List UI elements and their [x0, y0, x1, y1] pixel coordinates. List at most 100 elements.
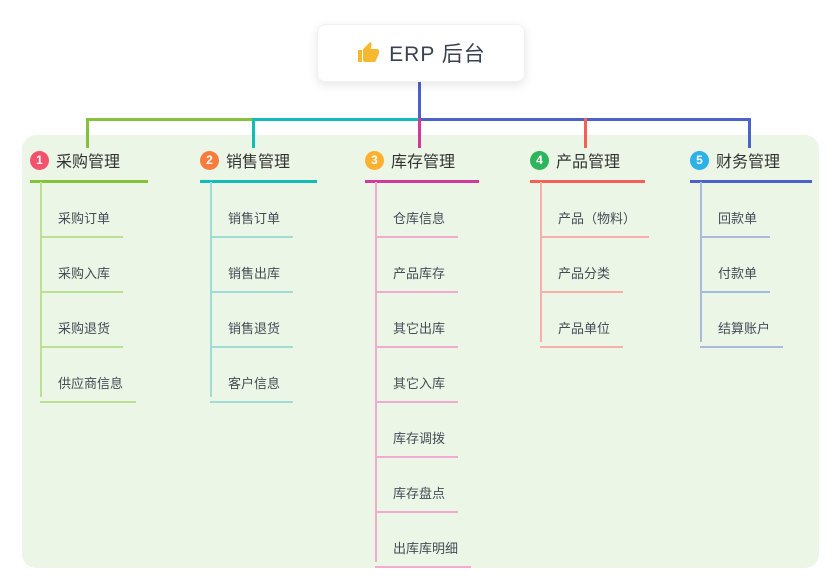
child-node-label: 其它出库 — [393, 321, 446, 336]
child-node-label: 销售退货 — [228, 321, 281, 336]
child-node[interactable]: 销售出库 — [210, 263, 294, 293]
branch-children: 产品（物料） 产品分类产品单位 — [530, 182, 650, 348]
branch-title: 库存管理 — [391, 154, 456, 171]
branch-header[interactable]: 3 库存管理 — [365, 148, 479, 183]
child-node-label: 结算账户 — [718, 321, 771, 336]
child-node-label: 出库库明细 — [393, 541, 459, 556]
child-node[interactable]: 结算账户 — [700, 318, 784, 348]
child-node[interactable]: 出库库明细 — [375, 538, 472, 568]
child-node[interactable]: 产品单位 — [540, 318, 624, 348]
branch-children: 回款单付款单结算账户 — [690, 182, 812, 348]
child-node[interactable]: 库存盘点 — [375, 483, 459, 513]
branch-number-badge: 5 — [690, 150, 709, 170]
child-node-row: 其它出库 — [365, 293, 479, 348]
child-node[interactable]: 产品库存 — [375, 263, 459, 293]
branch-children: 采购订单采购入库采购退货供应商信息 — [30, 182, 148, 403]
child-node[interactable]: 销售退货 — [210, 318, 294, 348]
child-node-label: 付款单 — [718, 266, 758, 281]
branch-rail-line — [210, 182, 212, 397]
child-node[interactable]: 其它出库 — [375, 318, 459, 348]
child-node[interactable]: 采购入库 — [40, 263, 124, 293]
child-node-row: 库存调拨 — [365, 403, 479, 458]
child-node-row: 仓库信息 — [365, 183, 479, 238]
branch-background-panel — [22, 135, 819, 568]
branch-header[interactable]: 4 产品管理 — [530, 148, 645, 183]
child-node-label: 产品（物料） — [558, 211, 637, 226]
child-node-row: 产品单位 — [530, 293, 649, 348]
child-node-label: 其它入库 — [393, 376, 446, 391]
branch-drop-line-5 — [748, 118, 751, 148]
branch-drop-line-3 — [418, 118, 421, 148]
child-node-row: 产品（物料） — [530, 183, 650, 238]
child-node-row: 销售出库 — [200, 238, 317, 293]
child-node[interactable]: 库存调拨 — [375, 428, 459, 458]
branch-column-3: 3 库存管理 仓库信息产品库存其它出库其它入库库存调拨库存盘点出库库明细 — [365, 148, 479, 568]
child-node[interactable]: 付款单 — [700, 263, 771, 293]
child-node[interactable]: 产品分类 — [540, 263, 624, 293]
branch-number-badge: 2 — [200, 150, 219, 170]
child-node[interactable]: 产品（物料） — [540, 208, 650, 238]
branch-title: 采购管理 — [56, 154, 121, 171]
child-node-label: 库存调拨 — [393, 431, 446, 446]
branch-header[interactable]: 5 财务管理 — [690, 148, 812, 183]
branch-number-badge: 3 — [365, 150, 384, 170]
thumbs-up-icon — [358, 42, 380, 62]
child-node-row: 销售订单 — [200, 183, 317, 238]
root-node[interactable]: ERP 后台 — [317, 24, 525, 82]
branch-children: 仓库信息产品库存其它出库其它入库库存调拨库存盘点出库库明细 — [365, 182, 479, 568]
branch-drop-line-2 — [252, 118, 255, 148]
branch-rail-line — [700, 182, 702, 342]
branch-column-4: 4 产品管理 产品（物料） 产品分类产品单位 — [530, 148, 650, 348]
branch-column-5: 5 财务管理 回款单付款单结算账户 — [690, 148, 812, 348]
branch-children: 销售订单销售出库销售退货客户信息 — [200, 182, 317, 403]
branch-title: 销售管理 — [226, 154, 291, 171]
child-node[interactable]: 供应商信息 — [40, 373, 137, 403]
child-node-label: 仓库信息 — [393, 211, 446, 226]
child-node-row: 出库库明细 — [365, 513, 479, 568]
child-node-row: 其它入库 — [365, 348, 479, 403]
branch-number-badge: 4 — [530, 150, 549, 170]
child-node[interactable]: 销售订单 — [210, 208, 294, 238]
child-node-row: 销售退货 — [200, 293, 317, 348]
child-node[interactable]: 采购订单 — [40, 208, 124, 238]
child-node-label: 回款单 — [718, 211, 758, 226]
branch-drop-line-1 — [86, 118, 89, 148]
child-node-label: 采购退货 — [58, 321, 111, 336]
child-node-row: 回款单 — [690, 183, 812, 238]
child-node-row: 产品库存 — [365, 238, 479, 293]
branch-column-1: 1 采购管理 采购订单采购入库采购退货供应商信息 — [30, 148, 148, 403]
branch-drop-line-4 — [584, 118, 587, 148]
root-stem-line — [418, 80, 421, 121]
child-node-row: 供应商信息 — [30, 348, 148, 403]
child-node-label: 客户信息 — [228, 376, 281, 391]
child-node-label: 产品库存 — [393, 266, 446, 281]
root-node-label: ERP 后台 — [389, 43, 486, 66]
child-node[interactable]: 客户信息 — [210, 373, 294, 403]
child-node-row: 采购入库 — [30, 238, 148, 293]
child-node[interactable]: 采购退货 — [40, 318, 124, 348]
child-node-label: 采购订单 — [58, 211, 111, 226]
child-node[interactable]: 仓库信息 — [375, 208, 459, 238]
child-node-label: 销售订单 — [228, 211, 281, 226]
child-node-row: 结算账户 — [690, 293, 812, 348]
child-node-label: 库存盘点 — [393, 486, 446, 501]
child-node[interactable]: 其它入库 — [375, 373, 459, 403]
branch-rail-line — [540, 182, 542, 342]
child-node-label: 供应商信息 — [58, 376, 124, 391]
child-node-label: 采购入库 — [58, 266, 111, 281]
branch-title: 财务管理 — [716, 154, 781, 171]
child-node-row: 采购退货 — [30, 293, 148, 348]
child-node-row: 采购订单 — [30, 183, 148, 238]
branch-header[interactable]: 2 销售管理 — [200, 148, 317, 183]
child-node-label: 产品分类 — [558, 266, 611, 281]
branch-title: 产品管理 — [556, 154, 621, 171]
branch-number-badge: 1 — [30, 150, 49, 170]
child-node-label: 销售出库 — [228, 266, 281, 281]
child-node-row: 产品分类 — [530, 238, 649, 293]
child-node-row: 付款单 — [690, 238, 812, 293]
child-node[interactable]: 回款单 — [700, 208, 771, 238]
bus-segment-1 — [86, 118, 255, 121]
child-node-row: 库存盘点 — [365, 458, 479, 513]
branch-header[interactable]: 1 采购管理 — [30, 148, 148, 183]
